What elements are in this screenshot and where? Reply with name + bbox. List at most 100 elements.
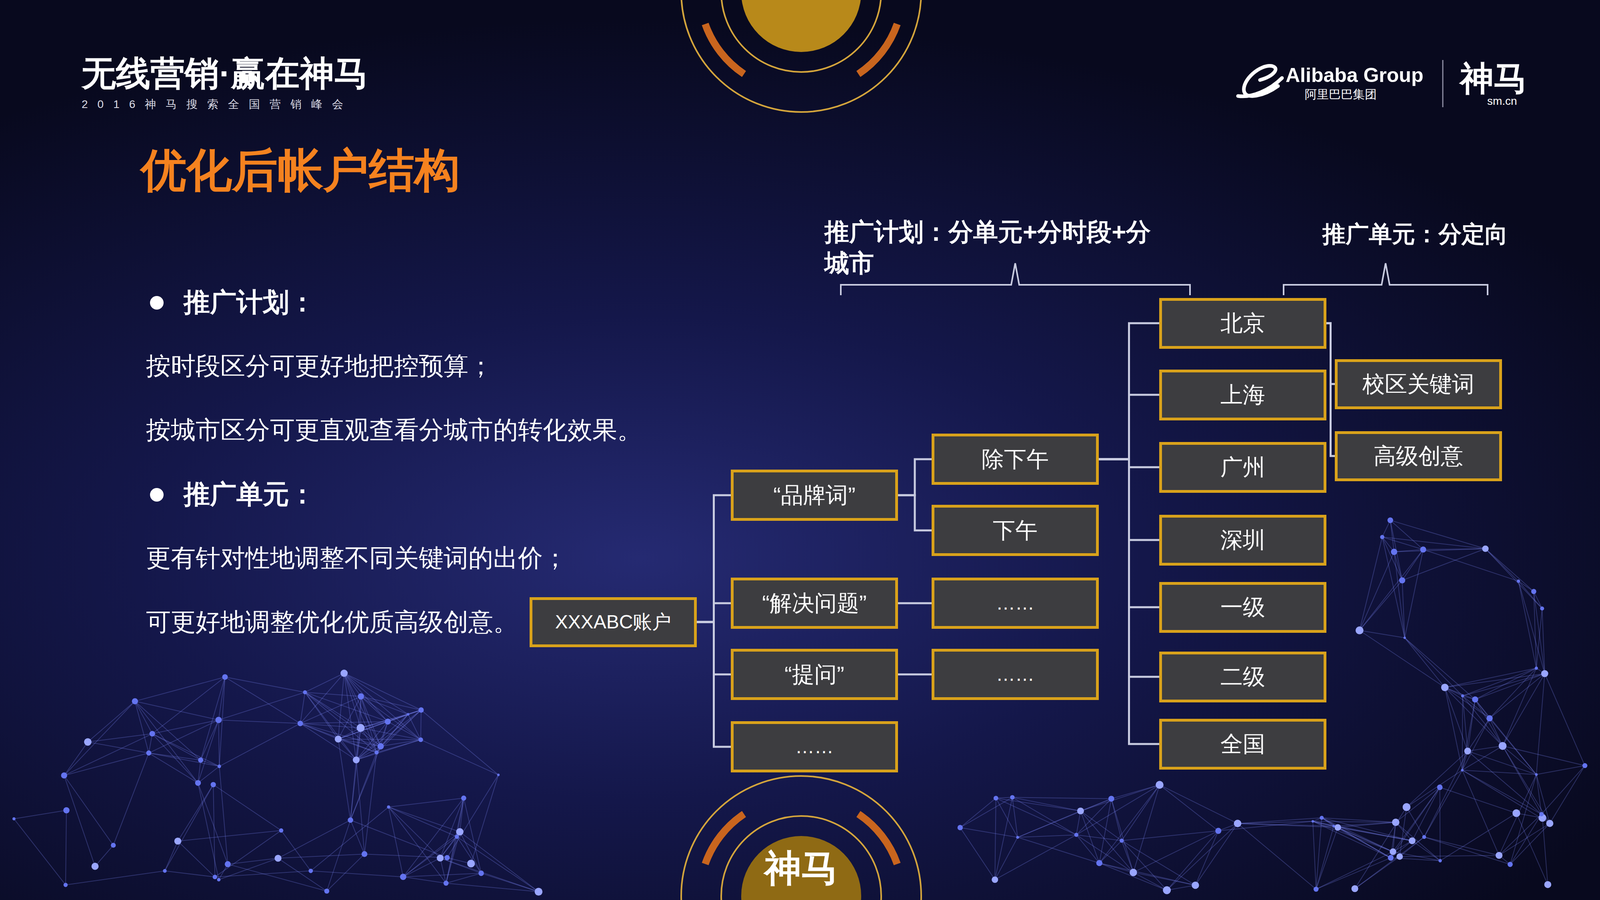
network-line [1338,827,1394,852]
account-box: …… [730,721,898,773]
network-line [214,830,282,877]
network-dot [334,735,342,743]
network-line [65,870,165,885]
network-line [219,766,228,865]
network-dot [1544,881,1552,889]
network-line [1423,548,1486,550]
network-line [1017,798,1112,838]
network-line [364,752,377,854]
network-line [446,831,460,883]
network-dot [91,862,99,870]
network-line [1159,784,1219,831]
network-line [87,742,149,754]
network-line [1475,699,1490,719]
network-line [1099,784,1160,864]
brace-bracket [840,263,1190,296]
network-line [1462,770,1550,824]
network-dot [279,828,284,833]
network-line [218,677,225,720]
network-line [388,807,446,884]
network-line [446,873,482,884]
box-label: 广州 [1220,453,1266,481]
network-line [1475,699,1503,746]
bullet-heading: 推广单元： [183,478,316,510]
network-dot [132,698,138,704]
network-dot [1535,773,1538,776]
account-box: 一级 [1159,582,1327,633]
network-dot [149,730,156,737]
network-dot [217,764,222,768]
network-line [113,753,149,846]
network-line [360,721,388,728]
network-line [1133,872,1196,886]
network-line [198,720,219,784]
divider-line [1442,60,1444,108]
brand-name: 阿里巴巴集团 [1304,87,1377,102]
emblem-logo: 神马 [764,846,838,890]
emblem-ring [721,0,882,72]
network-line [134,701,152,734]
network-line [304,692,361,728]
network-line [1544,673,1585,766]
network-dot [1010,795,1015,800]
network-line [1321,817,1396,822]
network-dot [400,873,407,880]
network-dot [356,724,365,732]
network-line [1402,549,1423,581]
box-label: 下午 [992,516,1038,544]
network-line [446,798,464,884]
bullet-dot [150,296,164,310]
network-line [1424,770,1462,837]
network-line [1121,784,1160,841]
network-dot [497,773,500,776]
network-line [214,870,311,877]
network-dot [1516,579,1520,583]
network-line [1462,696,1490,719]
network-dot [212,874,218,880]
account-box: “提问” [730,648,898,700]
network-dot [1396,853,1403,860]
network-line [198,782,219,880]
network-dot [1399,577,1406,584]
network-dot [1495,852,1503,859]
network-line [1541,765,1586,814]
network-line [64,701,135,776]
logo-swirl [1238,78,1282,97]
network-dot [347,817,354,823]
network-line [134,701,149,753]
network-line [356,721,388,760]
network-line [1440,787,1517,814]
network-line [1111,784,1160,799]
network-line [152,733,220,766]
box-label: 除下午 [981,445,1049,473]
network-dot [1531,588,1537,594]
network-line [87,733,152,742]
network-dot [324,888,330,894]
network-dot [1119,838,1124,843]
network-line [64,753,149,776]
network-line [64,742,88,776]
network-line [463,798,482,874]
network-dot [384,718,391,725]
emblem-arc [705,24,744,74]
network-line [1121,840,1167,891]
network-dot [1077,807,1084,815]
network-line [960,827,995,880]
network-dot [198,757,204,763]
box-label: 北京 [1220,309,1266,337]
network-line [1017,837,1100,863]
network-dot [957,824,963,830]
network-line [1462,770,1500,856]
account-box: XXXABC账户 [529,597,697,648]
network-line [1338,822,1396,828]
network-dot [1402,803,1411,812]
network-line [1195,830,1218,886]
network-line [356,760,365,854]
network-dot [1534,666,1538,670]
network-line [1017,834,1077,838]
network-line [403,831,460,877]
network-dot [217,878,221,882]
network-line [1404,638,1445,688]
network-line [1533,591,1537,669]
network-line [1502,746,1542,815]
